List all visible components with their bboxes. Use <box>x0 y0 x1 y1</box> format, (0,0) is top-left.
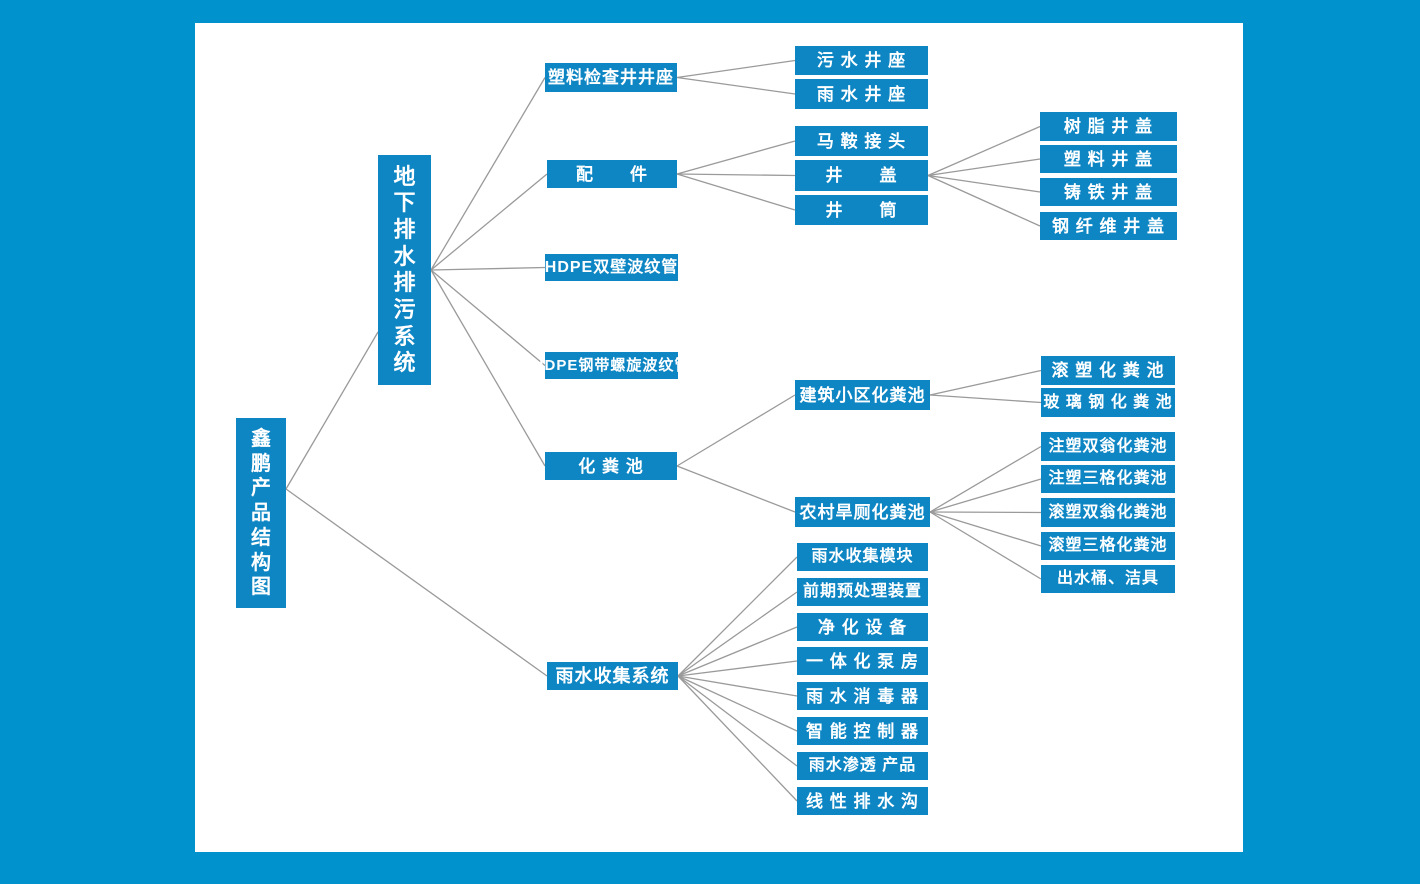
tree-node-n-jingtong: 井 筒 <box>795 195 928 225</box>
tree-node-n-gai-steel: 钢 纤 维 井 盖 <box>1040 212 1177 240</box>
tree-node-n-rain-purify: 净 化 设 备 <box>797 613 928 641</box>
connector-line <box>929 511 1042 580</box>
connector-line <box>929 445 1042 513</box>
tree-node-char: 结 <box>251 526 271 549</box>
tree-node-n-chi-zs: 注塑双翁化粪池 <box>1041 432 1175 461</box>
tree-node-char: 鹏 <box>251 452 271 475</box>
tree-node-sys-underground: 地下排水排污系统 <box>378 155 431 385</box>
connector-line <box>677 675 798 767</box>
connector-line <box>285 488 548 677</box>
tree-node-n-chi-gs3: 滚塑三格化粪池 <box>1041 532 1175 560</box>
connector-line <box>430 269 546 467</box>
connector-line <box>430 269 546 366</box>
connector-line <box>929 511 1042 547</box>
connector-line <box>677 626 798 677</box>
connector-line <box>676 140 796 175</box>
connector-line <box>285 331 379 490</box>
connector-line <box>677 675 798 802</box>
tree-node-n-hdpe-steel: HDPE钢带螺旋波纹管 <box>533 352 689 379</box>
tree-node-n-huafenchi: 化 粪 池 <box>545 452 677 480</box>
connector-line <box>927 158 1041 177</box>
tree-node-n-gai-plastic: 塑 料 井 盖 <box>1040 145 1177 173</box>
connector-line <box>929 478 1042 513</box>
connector-line <box>676 59 796 79</box>
tree-node-sys-rainwater: 雨水收集系统 <box>547 662 678 690</box>
tree-node-root: 鑫鹏产品结构图 <box>236 418 286 608</box>
tree-node-n-gai-cast: 铸 铁 井 盖 <box>1040 178 1177 206</box>
connector-line <box>676 173 796 211</box>
tree-node-n-rain-pump: 一 体 化 泵 房 <box>797 647 928 675</box>
connector-line <box>676 465 796 513</box>
connector-line <box>677 660 798 677</box>
tree-node-n-peijian: 配 件 <box>547 160 677 188</box>
connector-line <box>927 174 1041 227</box>
tree-node-char: 系 <box>393 323 416 349</box>
tree-node-n-rain-pre: 前期预处理装置 <box>797 578 928 606</box>
tree-node-n-rain-permeate: 雨水渗透 产品 <box>797 752 928 780</box>
connector-line <box>927 174 1041 193</box>
tree-node-char: 鑫 <box>251 427 271 450</box>
connector-line <box>676 173 796 177</box>
tree-node-n-jianzhu: 建筑小区化粪池 <box>795 380 930 410</box>
tree-node-char: 地 <box>393 163 416 189</box>
tree-node-n-jinggai: 井 盖 <box>795 160 928 191</box>
tree-node-char: 品 <box>251 502 271 524</box>
connector-line <box>929 511 1042 514</box>
connector-line <box>430 173 548 271</box>
tree-node-n-chi-bucket: 出水桶、洁具 <box>1041 565 1175 593</box>
connector-line <box>677 591 798 677</box>
tree-node-n-nongcun: 农村旱厕化粪池 <box>795 497 930 527</box>
tree-node-char: 下 <box>393 190 416 216</box>
connector-line <box>929 394 1042 404</box>
connector-line <box>677 556 798 677</box>
connector-line <box>430 77 546 271</box>
tree-node-n-maan: 马 鞍 接 头 <box>795 126 928 156</box>
tree-node-n-chi-roll: 滚 塑 化 粪 池 <box>1041 356 1175 385</box>
connector-line <box>677 675 798 697</box>
tree-node-n-rain-module: 雨水收集模块 <box>797 543 928 571</box>
connector-line <box>677 675 798 732</box>
connector-line <box>929 369 1042 396</box>
tree-node-char: 统 <box>393 350 416 376</box>
tree-node-n-gai-resin: 树 脂 井 盖 <box>1040 112 1177 141</box>
connector-line <box>676 394 796 467</box>
tree-node-char: 排 <box>393 270 416 296</box>
tree-node-n-chi-zs3: 注塑三格化粪池 <box>1041 465 1175 493</box>
tree-node-char: 图 <box>251 576 271 599</box>
tree-node-char: 构 <box>251 551 271 574</box>
tree-node-n-yushui: 雨 水 井 座 <box>795 79 928 109</box>
tree-node-n-chi-frp: 玻 璃 钢 化 粪 池 <box>1041 388 1175 417</box>
tree-node-n-chi-gs: 滚塑双翁化粪池 <box>1041 498 1175 527</box>
tree-node-n-rain-control: 智 能 控 制 器 <box>797 717 928 745</box>
tree-node-char: 排 <box>393 216 416 242</box>
tree-node-n-rain-drain: 线 性 排 水 沟 <box>797 787 928 815</box>
tree-node-n-wushui: 污 水 井 座 <box>795 46 928 75</box>
tree-node-n-hdpe-double: HDPE双壁波纹管 <box>545 254 678 281</box>
connector-line <box>927 125 1041 177</box>
tree-node-n-jingzuo: 塑料检查井井座 <box>545 63 677 92</box>
connector-line <box>430 266 546 271</box>
tree-node-char: 产 <box>251 477 271 500</box>
connector-line <box>676 76 796 95</box>
tree-node-char: 水 <box>393 243 416 269</box>
tree-node-char: 污 <box>393 296 416 322</box>
tree-node-n-rain-disinfect: 雨 水 消 毒 器 <box>797 682 928 710</box>
